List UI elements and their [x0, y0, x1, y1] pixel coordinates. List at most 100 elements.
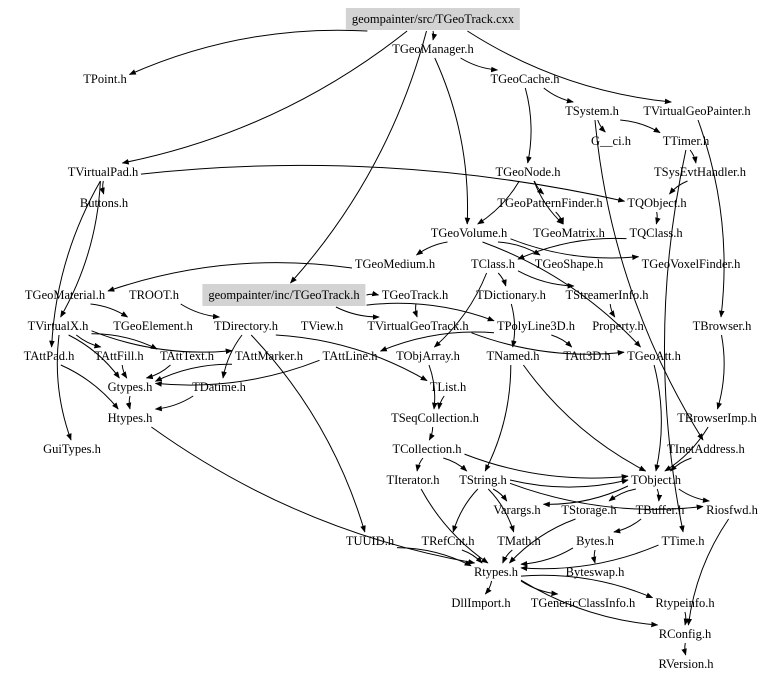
node-tgeomanager[interactable]: TGeoManager.h — [392, 42, 474, 56]
edge-rtypes-to-rtypeinfo — [520, 574, 654, 599]
node-tcollection[interactable]: TCollection.h — [392, 442, 462, 456]
node-rtypes[interactable]: Rtypes.h — [473, 565, 519, 579]
edge-tclass-to-tstreamerinfo — [517, 270, 575, 289]
node-tdictionary[interactable]: TDictionary.h — [476, 288, 546, 302]
node-tgeovolume[interactable]: TGeoVolume.h — [430, 226, 508, 240]
edge-tbrowserimp-to-tobject — [664, 426, 709, 472]
edge-tgeomedium-to-tgeomaterial — [107, 262, 353, 292]
edge-tvirtualx-to-tattfill — [75, 334, 102, 349]
node-tqobject[interactable]: TQObject.h — [627, 196, 687, 210]
edge-tseqcollection-to-tcollection — [428, 426, 435, 441]
node-htypes[interactable]: Htypes.h — [107, 411, 153, 425]
node-tstorage[interactable]: TStorage.h — [561, 503, 617, 517]
node-tbuffer[interactable]: TBuffer.h — [635, 503, 685, 517]
edge-inc-to-tpolyline3d — [366, 302, 495, 322]
node-tdatime[interactable]: TDatime.h — [192, 380, 246, 394]
edge-tnamed-to-tobject — [522, 364, 647, 472]
node-varargs[interactable]: Varargs.h — [493, 503, 541, 517]
edge-tgeomanager-to-tgeovolume — [434, 57, 471, 225]
node-tnamed[interactable]: TNamed.h — [486, 349, 540, 363]
node-tattpad[interactable]: TAttPad.h — [23, 349, 75, 363]
node-rversion[interactable]: RVersion.h — [658, 657, 714, 671]
node-trefcnt[interactable]: TRefCnt.h — [421, 534, 475, 548]
node-tattfill[interactable]: TAttFill.h — [94, 349, 144, 363]
node-tgeomaterial[interactable]: TGeoMaterial.h — [24, 288, 106, 302]
edge-tgeonode-to-tgeovolume — [477, 180, 520, 225]
node-tqclass[interactable]: TQClass.h — [629, 226, 683, 240]
node-tgeonode[interactable]: TGeoNode.h — [495, 165, 561, 179]
node-tattline[interactable]: TAttLine.h — [322, 349, 378, 363]
node-tpoint[interactable]: TPoint.h — [83, 72, 127, 86]
edge-tvirtualgeotrack-to-tgeoatt — [471, 332, 625, 356]
node-inc[interactable]: geompainter/inc/TGeoTrack.h — [202, 284, 366, 306]
edge-tgeovolume-to-tgeovoxelfinder — [510, 238, 640, 261]
node-tuuid[interactable]: TUUID.h — [345, 534, 395, 548]
node-tatt3d[interactable]: TAtt3D.h — [563, 349, 611, 363]
edge-tsystem-to-g__ci — [597, 119, 606, 133]
node-tgeotrack[interactable]: TGeoTrack.h — [381, 288, 449, 302]
node-riosfwd[interactable]: Riosfwd.h — [706, 503, 758, 517]
node-tclass[interactable]: TClass.h — [470, 257, 516, 271]
edge-tstring-to-tobject — [509, 478, 629, 488]
node-buttons[interactable]: Buttons.h — [79, 196, 129, 210]
node-tobjarray[interactable]: TObjArray.h — [396, 349, 460, 363]
node-tgeopatternfinder[interactable]: TGeoPatternFinder.h — [497, 196, 603, 210]
node-tsysevthandler[interactable]: TSysEvtHandler.h — [653, 165, 747, 179]
node-titerator[interactable]: TIterator.h — [386, 473, 440, 487]
node-tattmarker[interactable]: TAttMarker.h — [234, 349, 304, 363]
edge-tstring-to-trefcnt — [452, 488, 479, 533]
edge-rtypeinfo-to-rconfig — [683, 611, 690, 626]
edge-tobject-to-varargs — [542, 485, 629, 508]
node-byteswap[interactable]: Byteswap.h — [565, 565, 625, 579]
node-tgenericclassinfo[interactable]: TGenericClassInfo.h — [530, 596, 636, 610]
edge-tgeopatternfinder-to-tgeomatrix — [555, 211, 564, 225]
node-tsystem[interactable]: TSystem.h — [565, 104, 619, 118]
node-property[interactable]: Property.h — [592, 319, 644, 333]
edge-tsystem-to-ttimer — [620, 119, 661, 134]
node-tgeomatrix[interactable]: TGeoMatrix.h — [533, 226, 605, 240]
node-bytes[interactable]: Bytes.h — [576, 534, 614, 548]
node-tvirtualpad[interactable]: TVirtualPad.h — [67, 165, 139, 179]
node-rtypeinfo[interactable]: Rtypeinfo.h — [655, 596, 715, 610]
edge-tqclass-to-tclass — [517, 237, 627, 260]
edge-src-to-tvirtualgeopainter — [467, 30, 672, 105]
node-tgeoatt[interactable]: TGeoAtt.h — [627, 349, 681, 363]
node-tstreamerinfo[interactable]: TStreamerInfo.h — [565, 288, 649, 302]
node-src[interactable]: geompainter/src/TGeoTrack.cxx — [345, 8, 521, 30]
edge-tdirectory-to-tuuid — [250, 334, 366, 533]
node-tview[interactable]: TView.h — [300, 319, 344, 333]
node-tvirtualgeotrack[interactable]: TVirtualGeoTrack.h — [367, 319, 469, 333]
edge-tdirectory-to-tdatime — [221, 334, 243, 379]
edge-tbuffer-to-bytes — [613, 518, 642, 534]
node-tgeoelement[interactable]: TGeoElement.h — [113, 319, 193, 333]
node-tgeoshape[interactable]: TGeoShape.h — [534, 257, 604, 271]
node-tinetaddress[interactable]: TInetAddress.h — [667, 442, 745, 456]
node-tobject[interactable]: TObject.h — [630, 473, 682, 487]
node-tseqcollection[interactable]: TSeqCollection.h — [391, 411, 479, 425]
node-tgeomedium[interactable]: TGeoMedium.h — [354, 257, 436, 271]
node-rconfig[interactable]: RConfig.h — [658, 627, 712, 641]
node-tgeocache[interactable]: TGeoCache.h — [490, 72, 560, 86]
edge-tpolyline3d-to-tatt3d — [551, 334, 573, 348]
node-tbrowser[interactable]: TBrowser.h — [692, 319, 752, 333]
edge-rtypes-to-dllimport — [484, 580, 493, 595]
node-tpolyline3d[interactable]: TPolyLine3D.h — [496, 319, 576, 333]
node-tlist[interactable]: TList.h — [429, 380, 467, 394]
node-guitypes[interactable]: GuiTypes.h — [43, 442, 101, 456]
node-g-ci[interactable]: G__ci.h — [591, 134, 631, 148]
node-tatttext[interactable]: TAttText.h — [159, 349, 215, 363]
node-tbrowserimp[interactable]: TBrowserImp.h — [677, 411, 757, 425]
node-dllimport[interactable]: DllImport.h — [451, 596, 511, 610]
node-tvirtualgeopainter[interactable]: TVirtualGeoPainter.h — [643, 104, 751, 118]
node-gtypes[interactable]: Gtypes.h — [107, 380, 153, 394]
node-ttimer[interactable]: TTimer.h — [662, 134, 710, 148]
edge-tgeomanager-to-tgeocache — [460, 57, 499, 73]
node-tdirectory[interactable]: TDirectory.h — [213, 319, 279, 333]
node-tmath[interactable]: TMath.h — [497, 534, 541, 548]
edge-tobject-to-tstorage — [608, 488, 636, 502]
node-tgeovoxelfinder[interactable]: TGeoVoxelFinder.h — [641, 257, 741, 271]
node-tstring[interactable]: TString.h — [459, 473, 507, 487]
node-ttime[interactable]: TTime.h — [661, 534, 705, 548]
node-troot[interactable]: TROOT.h — [128, 288, 180, 302]
node-tvirtualx[interactable]: TVirtualX.h — [27, 319, 89, 333]
